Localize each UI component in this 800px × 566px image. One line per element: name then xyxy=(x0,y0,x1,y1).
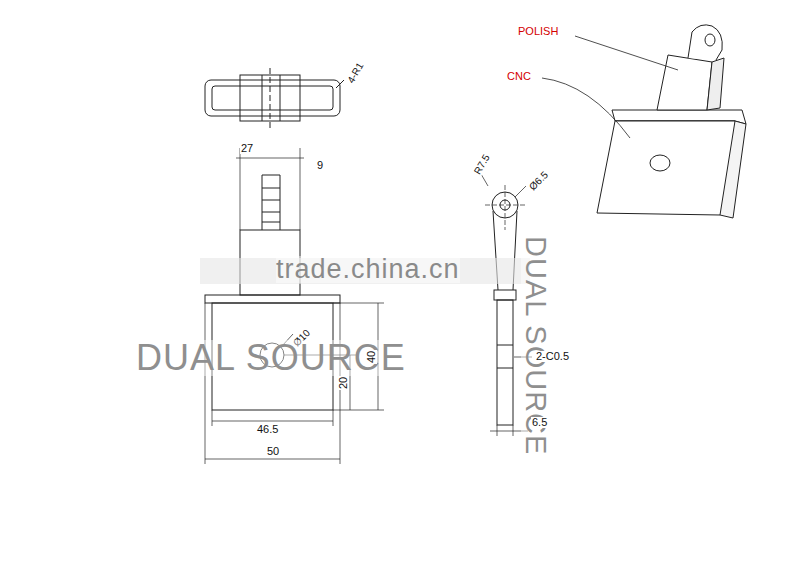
leader-line xyxy=(336,80,344,88)
radius-note: 4-R1 xyxy=(346,61,366,85)
part-note: CNC xyxy=(507,71,531,82)
extension-line xyxy=(333,410,334,426)
part-note: POLISH xyxy=(518,26,558,37)
tab-face xyxy=(657,55,712,110)
tab-lug xyxy=(688,25,722,60)
slot-line xyxy=(262,188,280,189)
slot-line xyxy=(262,212,280,213)
dimension-line xyxy=(236,158,304,159)
plate-edge xyxy=(497,300,513,425)
top-view xyxy=(205,68,344,128)
slot-line xyxy=(262,200,280,201)
front-view xyxy=(205,148,384,464)
tab-side xyxy=(707,58,724,110)
extension-line xyxy=(240,148,241,230)
slot-edge xyxy=(262,175,280,176)
extension-line xyxy=(333,303,384,304)
chamfer-line xyxy=(497,368,513,369)
extension-line xyxy=(205,303,206,464)
dimension-text: 6.5 xyxy=(531,417,548,428)
plate-face xyxy=(597,121,735,215)
chamfer-note: 2-C0.5 xyxy=(535,351,570,362)
extension-line xyxy=(497,425,498,436)
top-view-inner xyxy=(212,86,333,110)
flange-band xyxy=(205,295,340,303)
lug-hole xyxy=(705,34,715,46)
extension-line xyxy=(300,148,301,230)
dimension-line xyxy=(205,459,340,460)
watermark: trade.china.cn xyxy=(276,256,460,283)
extension-line xyxy=(212,410,213,426)
plate-hole xyxy=(650,155,670,171)
center-line xyxy=(485,205,525,206)
dimension-line xyxy=(212,421,333,422)
extension-line xyxy=(333,410,384,411)
dimension-text: 40 xyxy=(366,350,377,364)
top-view-outline xyxy=(205,80,340,116)
dimension-text: 50 xyxy=(266,446,280,457)
center-line xyxy=(505,185,506,230)
dimension-text: 20 xyxy=(338,376,349,390)
chamfer-line xyxy=(497,345,513,346)
dimension-text: 46.5 xyxy=(256,424,279,435)
extension-line xyxy=(513,425,514,436)
top-view-line xyxy=(280,75,281,121)
leader-line xyxy=(575,36,678,70)
dimension-text: 9 xyxy=(316,160,324,171)
slot-line xyxy=(262,222,280,223)
iso-view xyxy=(542,25,746,218)
dimension-text: 27 xyxy=(240,143,254,154)
top-view-line xyxy=(262,75,263,121)
dimension-text: R7.5 xyxy=(472,152,492,177)
leader-line xyxy=(542,78,630,138)
center-line xyxy=(270,68,271,128)
flange-band xyxy=(494,290,516,300)
dimension-text: Ø6.5 xyxy=(527,169,551,193)
leader-line xyxy=(481,174,488,186)
leader-line xyxy=(515,186,526,197)
